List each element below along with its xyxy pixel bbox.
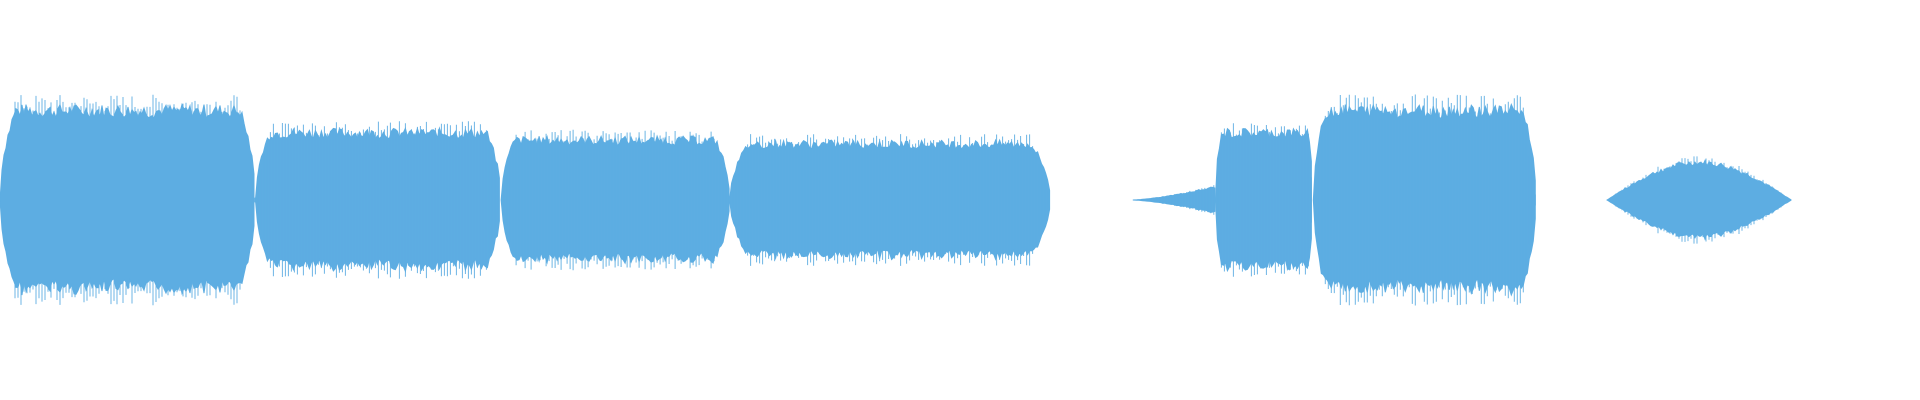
waveform-layer	[0, 94, 1792, 306]
waveform-segment-5	[1132, 186, 1216, 213]
